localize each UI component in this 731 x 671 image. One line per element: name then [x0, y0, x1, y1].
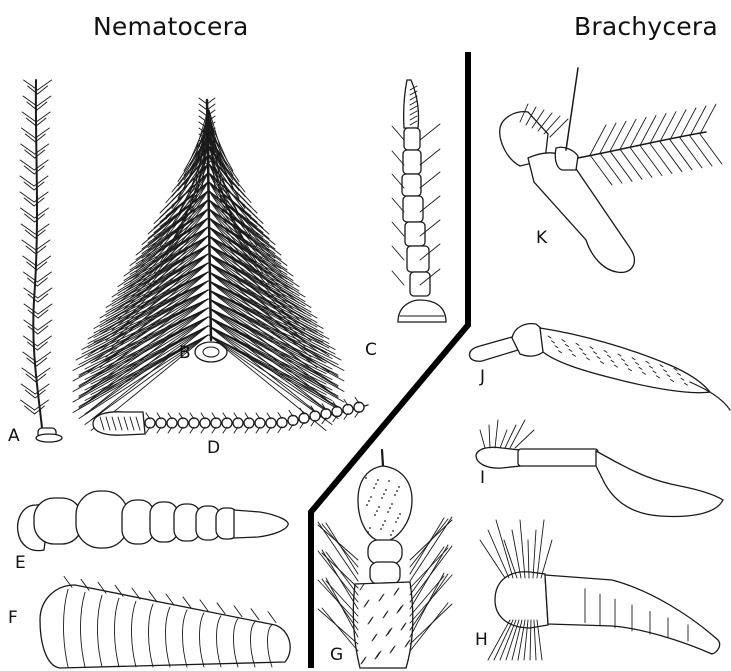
figure-label-g: G	[330, 645, 343, 665]
figure-label-e: E	[15, 553, 26, 573]
figure-label-i: I	[480, 468, 485, 488]
figure-label-b: B	[179, 343, 191, 363]
antenna-e-drawing	[18, 491, 289, 551]
figure-label-k: K	[536, 228, 547, 248]
antenna-j-drawing	[469, 324, 730, 410]
antenna-h-drawing	[480, 520, 720, 660]
figure-label-a: A	[8, 426, 20, 446]
figure-label-d: D	[207, 438, 220, 458]
antenna-f-drawing	[40, 576, 290, 668]
figure-label-j: J	[480, 367, 485, 387]
antenna-i-drawing	[476, 420, 723, 516]
figure-label-c: C	[365, 340, 377, 360]
figure-label-f: F	[8, 608, 18, 628]
antenna-a-drawing	[20, 80, 62, 442]
antenna-b-drawing	[73, 98, 344, 431]
antenna-k-drawing	[500, 68, 722, 272]
figure-label-h: H	[475, 630, 488, 650]
antenna-c-drawing	[392, 80, 446, 322]
